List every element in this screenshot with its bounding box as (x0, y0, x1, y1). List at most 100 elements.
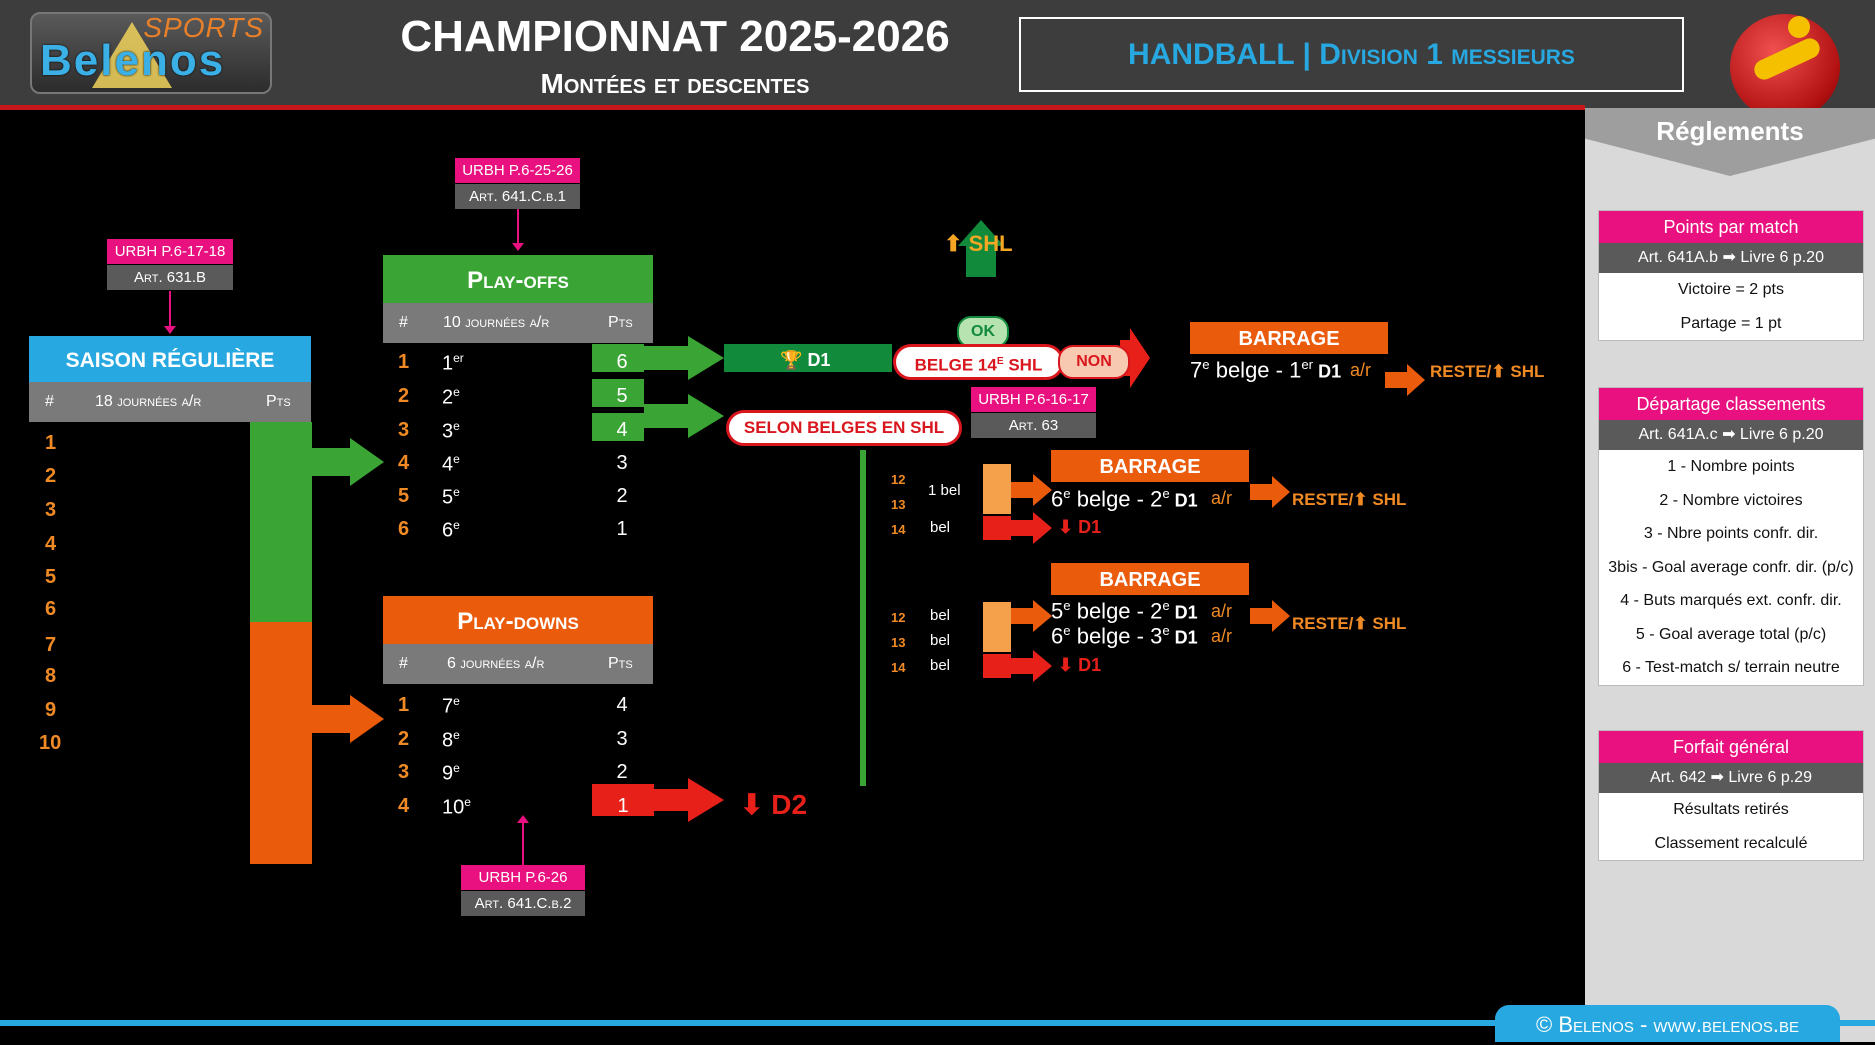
champion-label: 🏆 D1 (780, 350, 831, 370)
rule-card-ref[interactable]: Art. 641A.b ➡ Livre 6 p.20 (1599, 243, 1863, 273)
page-subtitle: Montées et descentes (540, 68, 810, 99)
rule-item: 4 - Buts marqués ext. confr. dir. (1620, 592, 1842, 609)
playoffs-urbh-tag: URBH P.6-25-26 (455, 158, 580, 183)
season-article-tag: Art. 631.B (107, 265, 233, 290)
playoffs-place: 4e (442, 452, 460, 476)
arrow-up-icon: ⬆ (1353, 490, 1368, 509)
footer-copyright-link[interactable]: © Belenos - www.belenos.be (1495, 1005, 1840, 1042)
case2-matchup-2: 6e belge - 3e D1 (1051, 623, 1198, 649)
playoffs-pts: 5 (616, 385, 628, 407)
non-badge: NON (1058, 345, 1130, 379)
case1-label: bel (930, 519, 951, 536)
case1-rank: 12 (891, 472, 906, 487)
case2-rank: 13 (891, 635, 906, 650)
rule-item: 3 - Nbre points confr. dir. (1643, 525, 1819, 542)
playoffs-rank: 2 (398, 385, 410, 407)
playdowns-col-pts: Pts (608, 655, 633, 672)
season-col-pts: Pts (266, 393, 291, 410)
season-rank: 8 (45, 665, 57, 687)
rule-item: 6 - Test-match s/ terrain neutre (1622, 659, 1840, 676)
flow-article-tag: Art. 63 (971, 413, 1096, 438)
playdowns-col-desc: 6 journées a/r (447, 655, 545, 672)
case2-ar-2: a/r (1211, 626, 1233, 646)
season-col-num: # (45, 393, 54, 410)
belenos-logo[interactable]: SPORTS Belenos (30, 12, 272, 94)
season-rank: 2 (45, 465, 57, 487)
rules-title: Réglements (1656, 116, 1804, 146)
playoffs-place: 1er (442, 351, 464, 375)
rule-card-points: Points par match Art. 641A.b ➡ Livre 6 p… (1598, 210, 1864, 341)
season-top6-bar (250, 422, 312, 630)
playoffs-pts: 6 (616, 351, 628, 373)
barrage-matchup: 7e belge - 1er D1 (1190, 357, 1342, 383)
case1-rank: 14 (891, 522, 906, 537)
swoosh-icon (1751, 35, 1823, 83)
rule-card-ref[interactable]: Art. 641A.c ➡ Livre 6 p.20 (1599, 420, 1863, 450)
arrow-to-d2 (688, 778, 724, 822)
season-urbh-tag: URBH P.6-17-18 (107, 239, 233, 264)
playdowns-urbh-tag: URBH P.6-26 (461, 865, 585, 890)
playoffs-rank: 1 (398, 351, 410, 373)
season-rank: 7 (45, 634, 57, 656)
arrow-up-icon: ⬆ (944, 231, 963, 256)
case1-barrage-title: BARRAGE (1051, 450, 1249, 482)
page-title: CHAMPIONNAT 2025-2026 (400, 12, 950, 61)
flow-diagram (164, 204, 1425, 865)
case2-ar-1: a/r (1211, 601, 1233, 621)
arrow-to-playoffs (350, 438, 384, 486)
rule-item: 1 - Nombre points (1667, 458, 1795, 475)
rule-card-forfait: Forfait général Art. 642 ➡ Livre 6 p.29 … (1598, 730, 1864, 861)
header-divider (0, 105, 1585, 110)
logo-triangle (92, 22, 172, 88)
division-title: HANDBALL | Division 1 messieurs (1019, 17, 1684, 92)
flow-urbh-tag: URBH P.6-16-17 (971, 387, 1096, 412)
case1-ar: a/r (1211, 488, 1233, 508)
playoffs-place: 3e (442, 419, 460, 443)
arrow-to-selon (688, 394, 724, 438)
barrage-result: RESTE/⬆ SHL (1430, 362, 1545, 381)
relegation-d2: ⬇ D2 (740, 789, 808, 820)
season-rank: 6 (45, 598, 57, 620)
rule-card-departage: Départage classements Art. 641A.c ➡ Livr… (1598, 387, 1864, 686)
case2-label: bel (930, 657, 951, 674)
rule-item: Victoire = 2 pts (1678, 281, 1784, 298)
belge14-pill: BELGE 14E SHL (893, 344, 1064, 380)
trophy-icon: 🏆 (780, 350, 803, 370)
playoffs-title: Play-offs (383, 255, 653, 303)
playoffs-pts: 1 (616, 518, 628, 540)
rule-card-ref[interactable]: Art. 642 ➡ Livre 6 p.29 (1599, 763, 1863, 793)
playdowns-pts: 2 (616, 761, 628, 783)
rule-item: 5 - Goal average total (p/c) (1635, 625, 1827, 643)
rule-card-title: Départage classements (1599, 388, 1863, 420)
playdowns-rank: 3 (398, 761, 410, 783)
playoffs-place: 2e (442, 385, 460, 409)
case2-rank: 12 (891, 610, 906, 625)
barrage-ar: a/r (1350, 360, 1372, 380)
playoffs-rank: 4 (398, 452, 410, 474)
logo-sports-text: SPORTS (143, 12, 264, 43)
arrow-up-shl (958, 220, 1004, 246)
arrow-non-barrage (1120, 328, 1150, 388)
arrow-down-icon: ⬇ (1058, 655, 1074, 675)
playoffs-col-pts: Pts (608, 314, 633, 331)
rule-item: 3bis - Goal average confr. dir. (p/c) (1608, 558, 1854, 576)
playoffs-article-tag: Art. 641.C.b.1 (455, 184, 580, 209)
rule-item: Résultats retirés (1673, 801, 1789, 818)
playdowns-columns: # 6 journées a/r Pts (383, 644, 653, 684)
case2-rank: 14 (891, 660, 906, 675)
season-rank: 9 (45, 699, 57, 721)
playoffs-pts: 3 (616, 452, 628, 474)
playdowns-rank: 2 (398, 728, 410, 750)
case1-relegation: ⬇ D1 (1058, 517, 1102, 537)
season-columns: # 18 journées a/r Pts (29, 382, 311, 422)
case1-result: RESTE/⬆ SHL (1292, 490, 1407, 509)
arrow-down-icon: ⬇ (1058, 517, 1074, 537)
playoffs-rank: 6 (398, 518, 410, 540)
season-rank: 10 (39, 732, 62, 754)
case1-label: 1 bel (928, 482, 961, 499)
case2-result: RESTE/⬆ SHL (1292, 614, 1407, 633)
barrage-title: BARRAGE (1190, 322, 1388, 354)
handball-logo (1730, 14, 1840, 120)
playoffs-rank: 5 (398, 485, 410, 507)
playdowns-pts: 1 (617, 795, 629, 817)
